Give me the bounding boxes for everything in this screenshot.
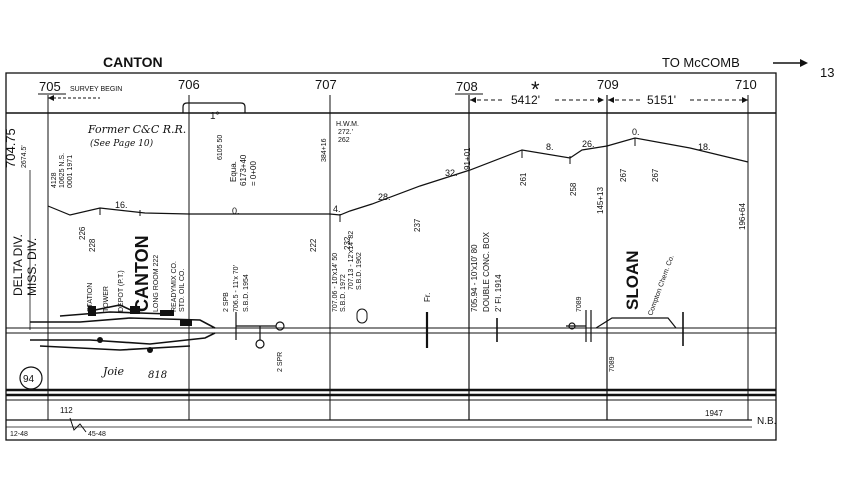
- track-number: 94: [23, 374, 35, 385]
- box-spec: 2' FI. 1914: [494, 274, 503, 312]
- page-number: 13: [820, 65, 834, 80]
- industry-tower: TOWER: [103, 286, 110, 312]
- canton-yard-tracks: [30, 304, 216, 351]
- elevation-label: 228: [88, 238, 97, 252]
- box-706-5: 706.5 - 11'x 70': [233, 265, 240, 312]
- direction-arrow-icon: [773, 59, 808, 67]
- note-10625: 10625 N.S.: [59, 153, 66, 188]
- header-station: CANTON: [103, 54, 163, 70]
- elevation-label: 232: [343, 236, 352, 250]
- equation-label: Equa.: [229, 161, 238, 182]
- culvert-sbd-1972: S.B.D. 1972: [340, 274, 347, 312]
- bottom-value-112: 112: [60, 406, 73, 415]
- former-rr-ref: (See Page 10): [90, 138, 154, 149]
- spur-label: 2 SPR: [277, 352, 284, 372]
- elevation-label: 261: [519, 172, 528, 186]
- footnote-2: 45-48: [88, 431, 106, 438]
- industry-station: STATION: [87, 283, 94, 312]
- left-elev-note: 2674.5': [21, 145, 28, 168]
- footnote-1: 12-48: [10, 431, 28, 438]
- curve-degree: 1°: [210, 111, 220, 122]
- culvert-707-13: 707.13 - 12'x14' 82: [348, 231, 355, 290]
- delta-div-label: DELTA DIV.: [11, 234, 25, 296]
- elevation-label: 267: [651, 168, 660, 182]
- station-9101: 91+01: [463, 147, 472, 170]
- canton-buildings: [88, 306, 192, 353]
- station-name-sloan: SLOAN: [623, 251, 642, 311]
- note-6105: 6105 50: [217, 135, 224, 160]
- equation-value-2: = 0+00: [249, 161, 258, 186]
- grade-label: 26.: [582, 139, 595, 149]
- hwm-value: 272.': [338, 129, 353, 136]
- former-rr-note: Former C&C R.R.: [87, 123, 186, 136]
- culvert-sbd-1962: S.B.D. 1962: [356, 252, 363, 290]
- signal-706: [235, 312, 285, 349]
- milepost-708: 708: [456, 79, 478, 94]
- grade-label: 32.: [445, 168, 458, 178]
- miss-div-label: MISS. DIV.: [25, 238, 39, 296]
- chart-frame: [5, 72, 777, 441]
- grade-label: 0.: [232, 206, 240, 216]
- station-145: 145+13: [596, 187, 605, 214]
- station-196: 196+64: [738, 203, 747, 230]
- equation-value: 6173+40: [239, 154, 248, 186]
- industry-std-oil: STD. OIL CO.: [179, 269, 186, 312]
- station-name-canton: CANTON: [132, 235, 152, 312]
- grade-label: 28.: [378, 192, 391, 202]
- culvert-symbol: [356, 308, 368, 324]
- note-0001: 0001 1971: [67, 155, 74, 188]
- grade-label: 18.: [698, 142, 711, 152]
- compton-chem: Compton Chem. Co.: [647, 254, 675, 316]
- distance-5412: 5412': [511, 93, 540, 107]
- sbd-1954: S.B.D. 1954: [243, 274, 250, 312]
- spb-label: 2 SPB: [223, 292, 230, 312]
- survey-note: SURVEY BEGIN: [70, 86, 122, 93]
- elevation-label: 222: [309, 238, 318, 252]
- header-direction: TO McCOMB: [662, 55, 740, 70]
- grade-profile-line: [47, 137, 749, 216]
- industry-long-room: LONG ROOM 222: [153, 255, 160, 312]
- sloan-switch: [566, 310, 677, 342]
- milepost-705: 705: [39, 79, 61, 94]
- distance-dimension-1: [470, 97, 604, 103]
- elevation-label: 258: [569, 182, 578, 196]
- grade-label: 8.: [546, 142, 554, 152]
- grade-label: 0.: [632, 127, 640, 137]
- bottom-year: 1947: [705, 409, 723, 418]
- distance-dimension-2: [608, 97, 748, 103]
- elevation-label: 226: [78, 226, 87, 240]
- note-38416: 384+16: [321, 138, 328, 162]
- distance-5151: 5151': [647, 93, 676, 107]
- hwm-label: H.W.M.: [336, 121, 359, 128]
- culvert-707-06: 707.06 - 10'x14' 50: [332, 253, 339, 312]
- grade-label: 4.: [333, 204, 341, 214]
- asterisk-marker: *: [531, 77, 540, 102]
- milepost-707: 707: [315, 77, 337, 92]
- fr-mark: Fr.: [423, 293, 432, 302]
- milepost-706: 706: [178, 77, 200, 92]
- hwm-value-2: 262: [338, 137, 350, 144]
- industry-readymix: READYMIX CO.: [171, 261, 178, 312]
- note-4128: 4128: [51, 172, 58, 188]
- milepost-709: 709: [597, 77, 619, 92]
- double-box-label: DOUBLE CONC. BOX: [482, 231, 491, 312]
- elevation-label: 237: [413, 218, 422, 232]
- milepost-710: 710: [735, 77, 757, 92]
- sloan-7089: 7089: [576, 296, 583, 312]
- elevation-label: 267: [619, 168, 628, 182]
- grade-label: 16.: [115, 200, 128, 210]
- box-location: 705.94 - 10'x10' 80: [470, 244, 479, 312]
- curve-indicator: [182, 102, 246, 113]
- script-note-818: 818: [148, 370, 167, 381]
- nb-label: N.B.: [757, 416, 776, 427]
- left-milepost: 704.75: [3, 128, 18, 168]
- profile-ticks: [99, 138, 636, 222]
- bottom-squiggle: [69, 417, 87, 433]
- sloan-7089-b: 7089: [609, 356, 616, 372]
- script-note-joie: Joie: [101, 365, 125, 378]
- industry-depot: DEPOT (P.T.): [118, 270, 125, 312]
